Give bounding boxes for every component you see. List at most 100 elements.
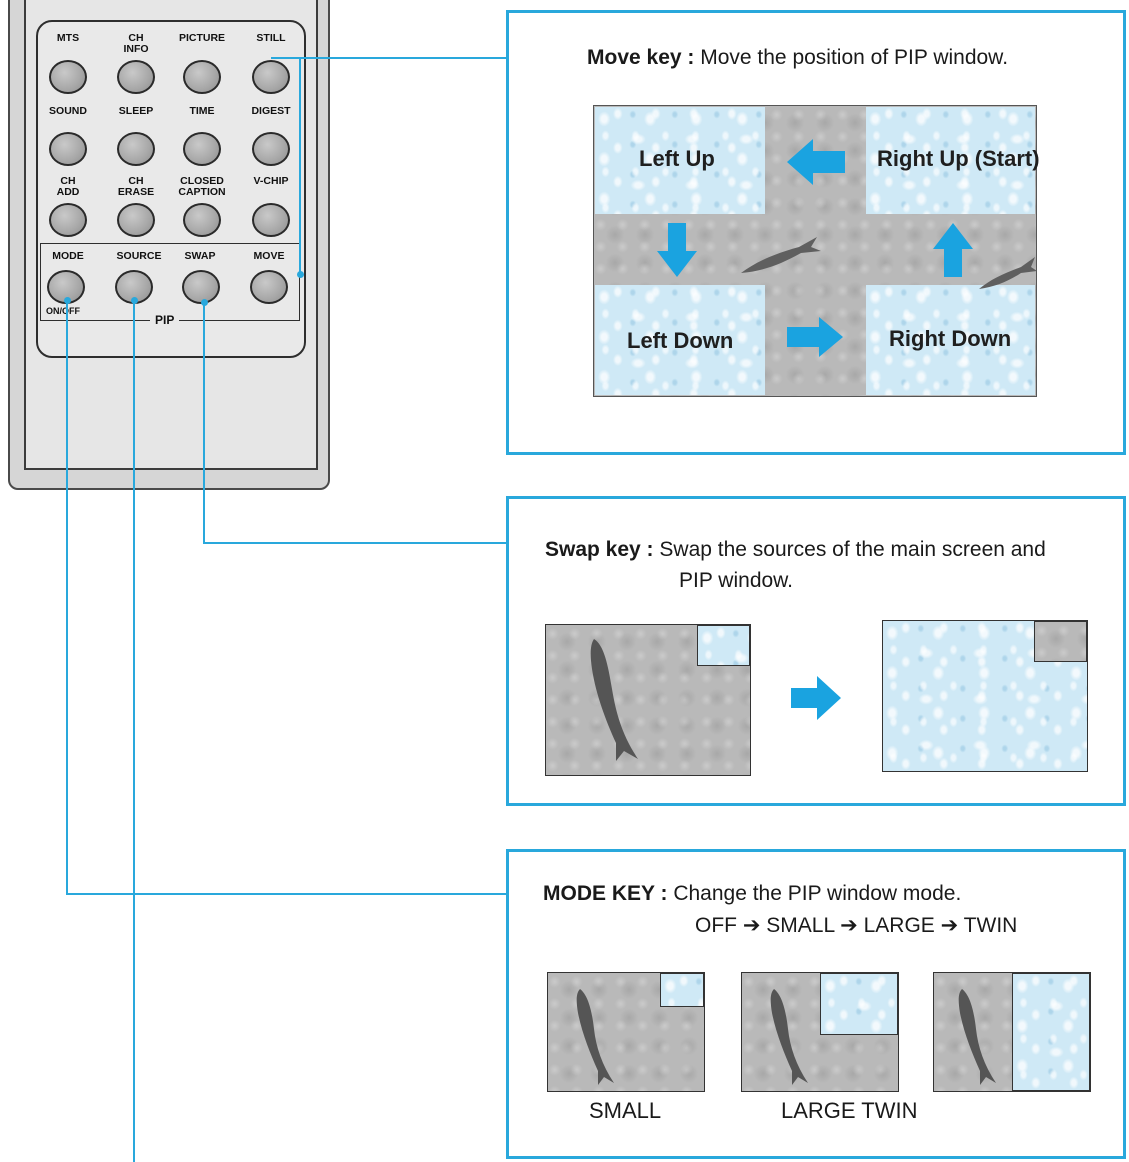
left-up-label: Left Up [639,146,715,171]
pip-swap-button[interactable] [182,270,220,304]
mode-key-title: MODE KEY : Change the PIP window mode. [543,882,961,906]
swap-key-title: Swap key : Swap the sources of the main … [545,538,1046,562]
left-up-cell [595,107,765,214]
swap-before-main-screen [545,624,751,776]
move-connector-dot [297,271,304,278]
fish-icon [979,257,1037,289]
move-connector-horizontal [271,57,525,59]
left-down-label: Left Down [627,328,734,353]
mode-key-label: MODE [33,251,103,262]
source-connector-dot [131,297,138,304]
key-label-line1: CLOSED [180,175,224,187]
swap-after-main-screen [882,620,1088,772]
small-caption: SMALL [589,1098,662,1123]
large-pip-window [820,973,898,1035]
fish-icon [741,237,821,273]
swap-connector-horizontal [203,542,525,544]
move-key-label: MOVE [234,251,304,262]
swap-key-name: Swap key : [545,538,654,561]
mode-small-preview [547,972,705,1092]
still-key-label: STILL [236,33,306,44]
time-key-label: TIME [167,106,237,117]
right-down-cell [866,285,1035,395]
source-key-label: SOURCE [104,251,174,262]
small-pip-window [660,973,704,1007]
mts-button[interactable] [49,60,87,94]
key-label-line2: MTS [56,32,80,44]
fish-icon [770,989,808,1085]
key-label-line2: ERASE [117,186,155,198]
mode-key-description: Change the PIP window mode. [673,882,962,905]
arrow-down-icon [657,223,697,277]
mode-large-preview [741,972,899,1092]
move-key-panel: Move key : Move the position of PIP wind… [506,10,1126,455]
key-label-line2: V-CHIP [253,175,289,187]
key-label-line2: PICTURE [178,32,226,44]
sound-key-label: SOUND [33,106,103,117]
move-key-title: Move key : Move the position of PIP wind… [587,46,1008,70]
mode-connector-vertical [66,300,68,894]
closed-caption-button[interactable] [183,203,221,237]
right-up-label: Right Up (Start) [877,146,1040,171]
key-label-line2: CAPTION [178,186,226,198]
key-label-line2: TIME [189,105,215,117]
left-down-cell [595,285,765,395]
sleep-button[interactable] [117,132,155,166]
key-label-line2: MOVE [253,250,285,262]
swap-after-pip-window [1034,621,1087,662]
swap-key-panel: Swap key : Swap the sources of the main … [506,496,1126,806]
ch-info-button[interactable] [117,60,155,94]
v-chip-key-label: V-CHIP [236,176,306,187]
arrow-left-icon [787,139,845,185]
key-label-line2: ADD [56,186,80,198]
mode-connector-horizontal [66,893,525,895]
swap-key-description-line2: PIP window. [679,569,794,592]
key-label-line2: SOUND [49,105,87,117]
pip-group-label: PIP [150,313,180,327]
mts-key-label: MTS [33,33,103,44]
arrow-right-icon [791,676,841,720]
ch-add-button[interactable] [49,203,87,237]
digest-button[interactable] [252,132,290,166]
fish-icon [576,989,614,1085]
swap-connector-vertical [203,302,205,543]
key-label-line2: SLEEP [118,105,154,117]
key-label-line2: SWAP [184,250,216,262]
digest-key-label: DIGEST [236,106,306,117]
picture-key-label: PICTURE [167,33,237,44]
sleep-key-label: SLEEP [101,106,171,117]
v-chip-button[interactable] [252,203,290,237]
key-label-line1: CH [128,32,144,44]
mode-key-name: MODE KEY : [543,882,668,905]
mode-twin-preview [933,972,1091,1092]
large-twin-caption: LARGE TWIN [781,1098,918,1123]
still-button[interactable] [252,60,290,94]
source-connector-vertical [133,300,135,1162]
time-button[interactable] [183,132,221,166]
mode-connector-dot [64,297,71,304]
fish-icon [958,989,996,1085]
picture-button[interactable] [183,60,221,94]
on-off-label: ON/OFF [46,306,80,316]
pip-move-button[interactable] [250,270,288,304]
key-label-line2: DIGEST [251,105,291,117]
move-key-description: Move the position of PIP window. [700,46,1009,69]
move-key-name: Move key : [587,46,695,69]
ch-erase-button[interactable] [117,203,155,237]
move-connector-vertical [299,57,301,274]
right-down-label: Right Down [889,326,1012,351]
arrow-right-icon [787,317,843,357]
arrow-up-icon [933,223,973,277]
key-label-line2: INFO [123,43,149,55]
swap-connector-dot [201,299,208,306]
mode-key-panel: MODE KEY : Change the PIP window mode. O… [506,849,1126,1159]
key-label-line1: CH [60,175,76,187]
swap-key-label: SWAP [165,251,235,262]
sound-button[interactable] [49,132,87,166]
right-up-cell [866,107,1035,214]
swap-before-pip-window [697,625,750,666]
